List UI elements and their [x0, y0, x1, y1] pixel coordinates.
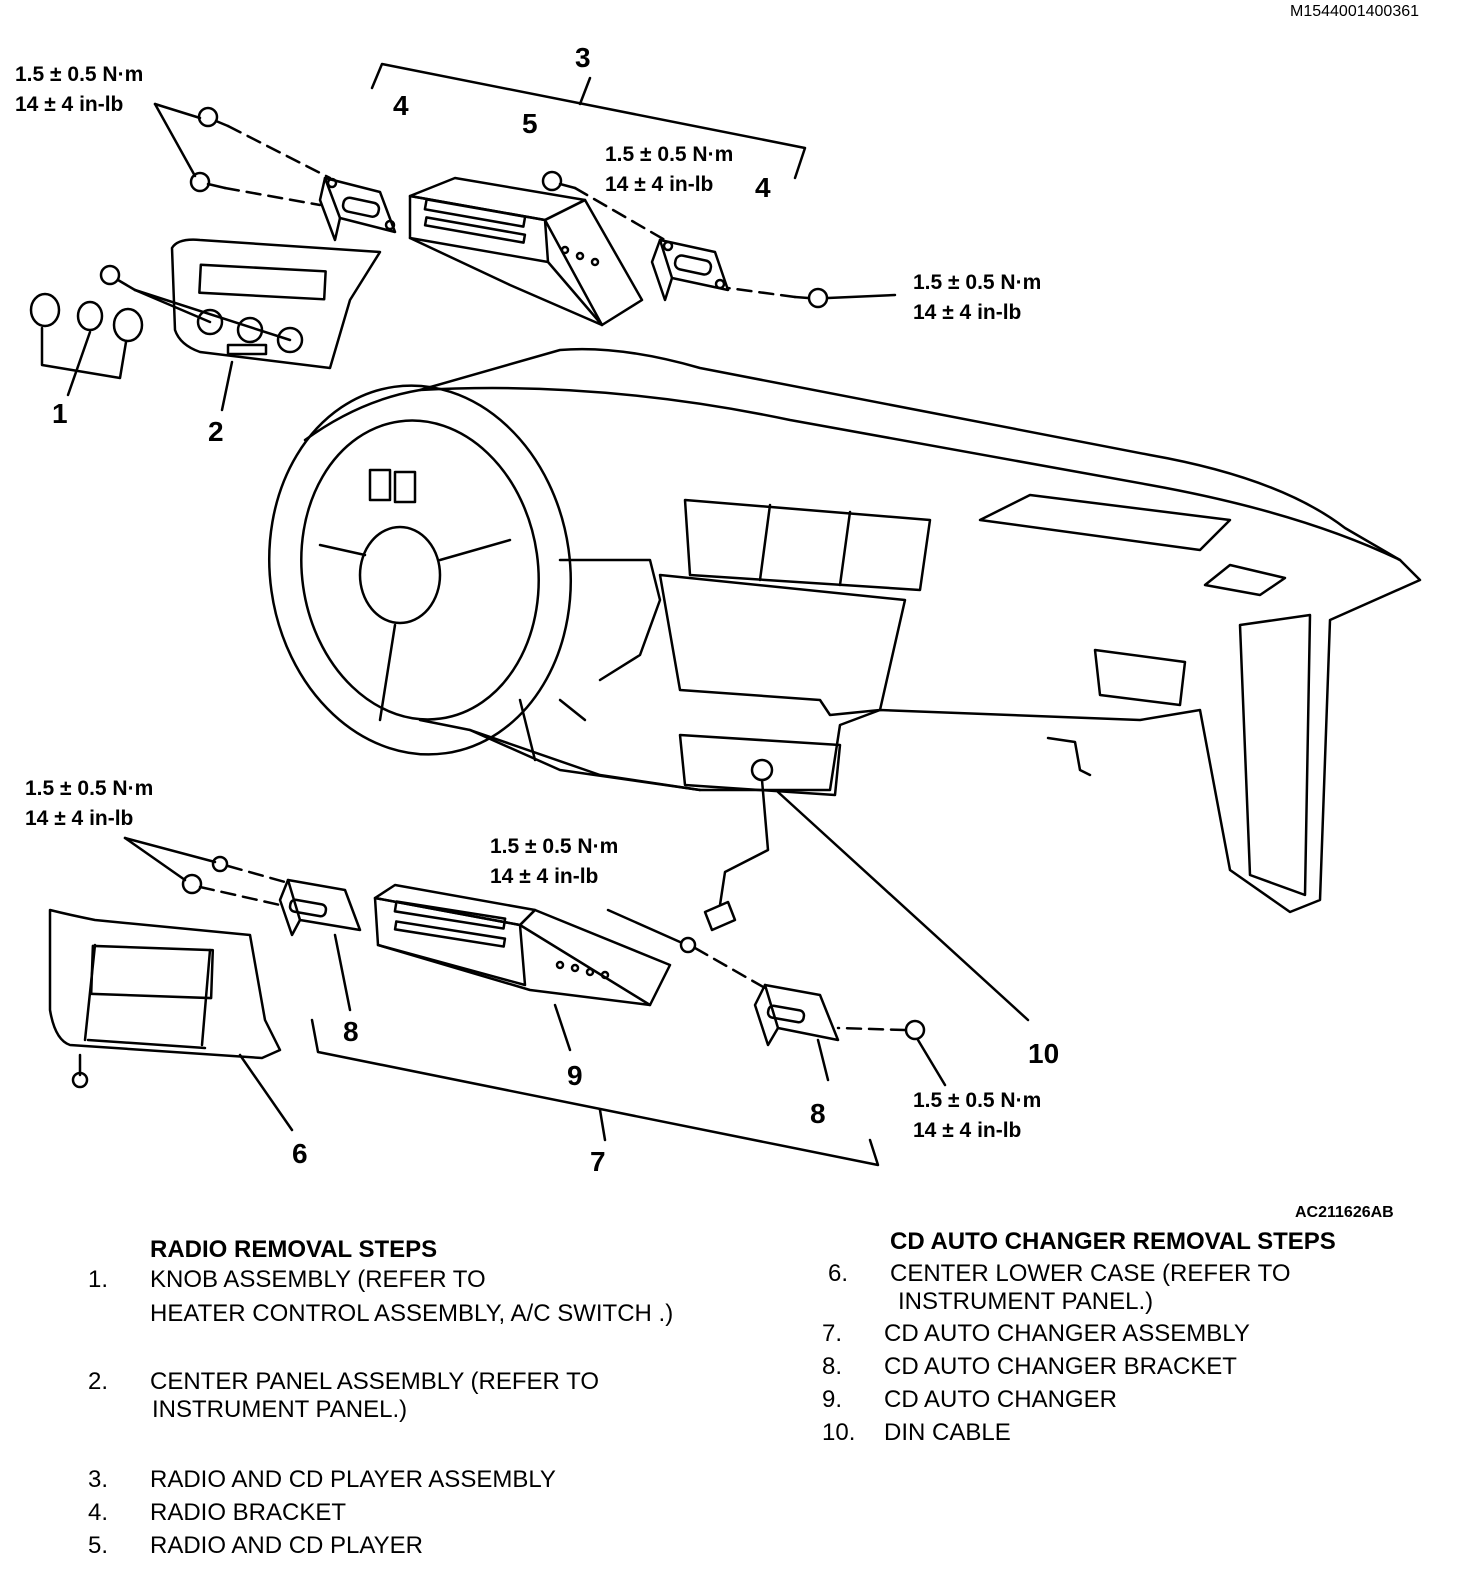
instrument-panel	[303, 347, 1422, 914]
callout-6: 6	[292, 1138, 308, 1169]
callout-10: 10	[1028, 1038, 1060, 1069]
step-text: KNOB ASSEMBLY (REFER TO	[150, 1266, 486, 1293]
torque-nm: 1.5 ± 0.5 N·m	[15, 63, 144, 86]
center-lower-case	[48, 908, 282, 1060]
callout-2: 2	[208, 416, 224, 447]
screw-cd-bracket-right-lower	[836, 1019, 926, 1041]
callout-7: 7	[590, 1146, 606, 1177]
step-text: CD AUTO CHANGER BRACKET	[884, 1353, 1237, 1380]
torque-nm: 1.5 ± 0.5 N·m	[605, 143, 734, 166]
callout-3: 3	[575, 42, 591, 73]
step-text: RADIO AND CD PLAYER ASSEMBLY	[150, 1466, 556, 1493]
torque-nm: 1.5 ± 0.5 N·m	[490, 835, 619, 858]
torque-inlb: 14 ± 4 in-lb	[913, 301, 1022, 324]
step-text: RADIO AND CD PLAYER	[150, 1532, 423, 1559]
torque-spec-cd-bracket-right-lower: 1.5 ± 0.5 N·m 14 ± 4 in-lb	[913, 1086, 1041, 1146]
torque-nm: 1.5 ± 0.5 N·m	[913, 271, 1042, 294]
torque-inlb: 14 ± 4 in-lb	[913, 1119, 1022, 1142]
center-panel	[170, 238, 382, 370]
step-number: 5.	[88, 1532, 109, 1559]
torque-spec-radio-bracket-right-lower: 1.5 ± 0.5 N·m 14 ± 4 in-lb	[913, 268, 1041, 328]
screw-center-panel	[99, 264, 137, 292]
step-number: 9.	[822, 1386, 843, 1413]
torque-inlb: 14 ± 4 in-lb	[25, 807, 134, 830]
step-text: CENTER LOWER CASE (REFER TO	[890, 1260, 1291, 1287]
callout-1: 1	[52, 398, 68, 429]
cd-changer-removal-steps-title: CD AUTO CHANGER REMOVAL STEPS	[890, 1228, 1336, 1255]
torque-inlb: 14 ± 4 in-lb	[605, 173, 714, 196]
step-text: INSTRUMENT PANEL.)	[152, 1396, 408, 1423]
callout-5: 5	[522, 108, 538, 139]
callout-9: 9	[567, 1060, 583, 1091]
step-number: 2.	[88, 1368, 109, 1395]
step-number: 6.	[828, 1260, 849, 1287]
cd-bracket-left	[278, 878, 362, 937]
step-number: 10.	[822, 1419, 856, 1446]
torque-spec-radio-bracket-right-upper: 1.5 ± 0.5 N·m 14 ± 4 in-lb	[605, 140, 733, 200]
radio-cd-player	[408, 176, 644, 327]
screw-bracket-right-lower	[726, 286, 829, 309]
screw-bracket-right-upper	[541, 170, 667, 242]
din-cable	[703, 758, 774, 932]
screw-bracket-left-upper	[197, 106, 332, 180]
step-text: HEATER CONTROL ASSEMBLY, A/C SWITCH .)	[150, 1300, 674, 1327]
screw-cd-bracket-left-lower	[181, 873, 282, 907]
radio-bracket-right	[650, 238, 730, 302]
step-number: 1.	[88, 1266, 109, 1293]
step-text: CD AUTO CHANGER ASSEMBLY	[884, 1320, 1250, 1347]
step-number: 8.	[822, 1353, 843, 1380]
torque-spec-cd-bracket-left: 1.5 ± 0.5 N·m 14 ± 4 in-lb	[25, 774, 153, 834]
step-text: CD AUTO CHANGER	[884, 1386, 1117, 1413]
screw-lower-case	[71, 1053, 89, 1089]
screw-cd-bracket-left-upper	[211, 855, 287, 884]
knob-assembly	[29, 292, 144, 343]
callout-4-left: 4	[393, 90, 409, 121]
cd-auto-changer	[373, 883, 672, 1007]
screw-cd-bracket-right-upper	[679, 936, 767, 990]
torque-spec-radio-bracket-left: 1.5 ± 0.5 N·m 14 ± 4 in-lb	[15, 60, 143, 120]
step-number: 3.	[88, 1466, 109, 1493]
step-text: RADIO BRACKET	[150, 1499, 347, 1526]
callout-8-right: 8	[810, 1098, 826, 1129]
step-text: CENTER PANEL ASSEMBLY (REFER TO	[150, 1368, 600, 1395]
document-code: M1544001400361	[1290, 3, 1420, 20]
radio-bracket-left	[318, 176, 397, 242]
cd-bracket-right	[753, 983, 840, 1047]
torque-inlb: 14 ± 4 in-lb	[15, 93, 124, 116]
step-number: 4.	[88, 1499, 109, 1526]
steering-wheel	[267, 384, 587, 762]
torque-nm: 1.5 ± 0.5 N·m	[913, 1089, 1042, 1112]
torque-inlb: 14 ± 4 in-lb	[490, 865, 599, 888]
callout-4-right: 4	[755, 172, 771, 203]
radio-removal-steps-title: RADIO REMOVAL STEPS	[150, 1236, 438, 1263]
step-text: INSTRUMENT PANEL.)	[898, 1288, 1154, 1315]
screw-bracket-left-lower	[189, 171, 322, 207]
callout-8-left: 8	[343, 1016, 359, 1047]
assembly-3-bracket-line	[370, 62, 807, 180]
step-text: DIN CABLE	[884, 1419, 1011, 1446]
assembly-7-bracket-line	[310, 1018, 880, 1167]
torque-nm: 1.5 ± 0.5 N·m	[25, 777, 154, 800]
figure-code: AC211626AB	[1295, 1204, 1394, 1221]
torque-spec-cd-bracket-right-upper: 1.5 ± 0.5 N·m 14 ± 4 in-lb	[490, 832, 618, 892]
step-number: 7.	[822, 1320, 843, 1347]
